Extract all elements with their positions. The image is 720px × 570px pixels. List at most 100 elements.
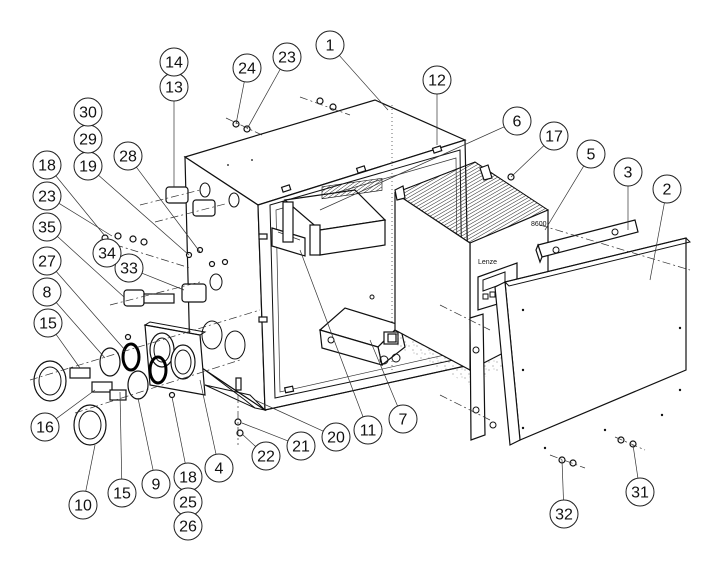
center-lines <box>29 96 691 469</box>
leader-line <box>632 444 639 479</box>
drive-model-label: 8600 <box>531 221 547 228</box>
gland-insert-9 <box>127 370 149 400</box>
callout-number: 28 <box>119 149 137 166</box>
callout-12: 12 <box>422 65 452 145</box>
callout-circle <box>32 212 62 242</box>
leader-line <box>119 391 123 480</box>
leader-line <box>235 81 245 125</box>
leader-line <box>55 271 126 351</box>
callout-circle <box>353 415 383 445</box>
front-cover <box>494 237 691 450</box>
callout-circle <box>549 499 579 529</box>
leader-line <box>171 396 186 464</box>
leader-line <box>137 397 154 471</box>
leader-line <box>299 249 364 418</box>
callout-circle <box>32 181 62 211</box>
callout-31: 31 <box>625 444 655 507</box>
callout-number: 10 <box>74 498 92 515</box>
callout-number: 34 <box>98 246 116 263</box>
leader-line <box>254 399 324 432</box>
callout-circle <box>576 139 606 169</box>
callout-circle <box>502 106 532 136</box>
callout-number: 2 <box>663 182 672 199</box>
callout-circle <box>113 141 143 171</box>
leader-line <box>544 165 585 231</box>
leader-line <box>141 272 185 291</box>
callout-number: 15 <box>39 316 57 333</box>
callout-number: 16 <box>36 420 54 437</box>
leader-line <box>58 203 113 237</box>
callout-30: 30 <box>73 97 103 127</box>
callout-9: 9 <box>137 397 171 499</box>
callout-number: 13 <box>165 80 183 97</box>
leader-line <box>98 174 190 256</box>
callout-number: 18 <box>179 470 197 487</box>
leader-line <box>57 236 125 298</box>
fitting <box>69 367 91 379</box>
callout-circle <box>204 453 234 483</box>
callout-circle <box>652 174 682 204</box>
callout-number: 5 <box>587 147 596 164</box>
callout-23: 23 <box>32 181 113 237</box>
callout-number: 21 <box>292 439 310 456</box>
callout-circle <box>73 97 103 127</box>
leader-line <box>56 389 96 419</box>
callout-6: 6 <box>319 106 532 211</box>
callout-circle <box>272 42 302 72</box>
callout-number: 17 <box>545 129 563 146</box>
callout-2: 2 <box>649 174 682 281</box>
callout-circle <box>315 30 345 60</box>
callout-4: 4 <box>199 379 234 483</box>
callout-circle <box>625 477 655 507</box>
leader-line <box>241 433 256 447</box>
callout-1: 1 <box>315 30 389 111</box>
callout-number: 19 <box>79 159 97 176</box>
callout-16: 16 <box>30 389 96 442</box>
callout-22: 22 <box>241 433 281 471</box>
callout-28: 28 <box>113 141 201 253</box>
callout-18: 18 <box>171 396 203 492</box>
gland-insert-8 <box>99 347 121 377</box>
leader-line <box>369 339 398 407</box>
leader-line <box>561 459 564 501</box>
callout-circle <box>251 441 281 471</box>
leader-line <box>55 175 106 237</box>
connector-35 <box>123 289 175 307</box>
callouts: 1234567891011121314151516171818192021222… <box>30 30 682 541</box>
callout-number: 12 <box>428 73 446 90</box>
mounting-bracket <box>535 219 639 264</box>
callout-24: 24 <box>232 53 262 125</box>
callout-circle <box>32 150 62 180</box>
callout-circle <box>30 412 60 442</box>
callout-number: 23 <box>278 50 296 67</box>
callout-circle <box>613 157 643 187</box>
callout-34: 34 <box>92 238 122 268</box>
callout-7: 7 <box>369 339 418 434</box>
callout-number: 24 <box>238 61 256 78</box>
leader-line <box>510 145 545 178</box>
gland-plate <box>143 321 256 409</box>
fitting <box>109 389 127 401</box>
callout-number: 30 <box>79 105 97 122</box>
callout-circle <box>32 277 62 307</box>
callout-circle <box>286 431 316 461</box>
callout-circle <box>92 238 122 268</box>
callout-32: 32 <box>549 459 579 529</box>
callout-number: 23 <box>38 189 56 206</box>
cable-gland-13 <box>165 186 189 204</box>
cable-gland <box>192 199 216 217</box>
callout-number: 9 <box>152 477 161 494</box>
callout-circle <box>107 478 137 508</box>
callout-number: 15 <box>113 486 131 503</box>
leader-line <box>246 69 281 130</box>
callout-number: 3 <box>624 165 633 182</box>
callout-number: 25 <box>179 495 197 512</box>
leader-line <box>136 166 201 253</box>
callout-33: 33 <box>114 253 185 291</box>
o-ring <box>121 342 141 372</box>
callout-10: 10 <box>68 444 98 520</box>
callout-15: 15 <box>107 391 137 508</box>
callout-circle <box>232 53 262 83</box>
